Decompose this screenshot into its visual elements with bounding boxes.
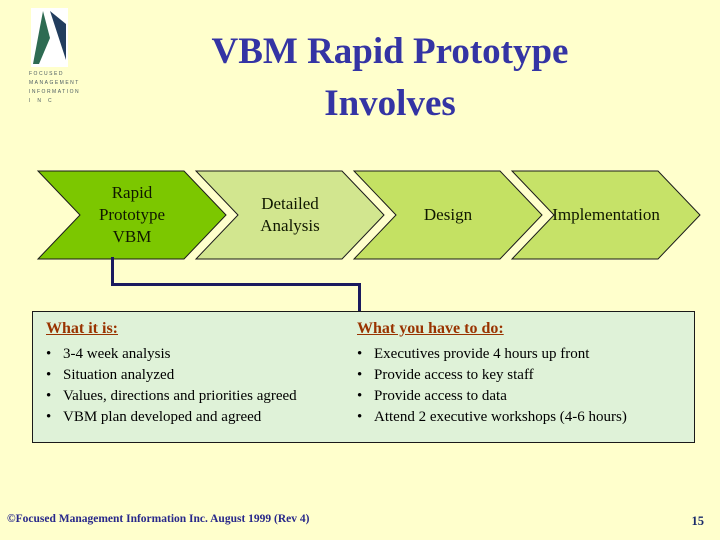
- process-step-detailed-analysis: Detailed Analysis: [260, 194, 320, 235]
- what-you-have-to-do-column: What you have to do: • Executives provid…: [357, 319, 692, 428]
- list-item: • Values, directions and priorities agre…: [46, 386, 351, 407]
- connector-line-horizontal: [111, 283, 361, 286]
- page-number: 15: [691, 514, 705, 528]
- process-step-implementation: Implementation: [552, 205, 660, 224]
- list-item-text: Provide access to data: [374, 388, 507, 404]
- bullet-icon: •: [357, 388, 363, 404]
- connector-line-vertical-bottom: [358, 283, 361, 313]
- what-you-have-to-do-heading: What you have to do:: [357, 320, 504, 337]
- bullet-icon: •: [357, 367, 363, 383]
- chevron-shape-3: [352, 170, 543, 260]
- bullet-icon: •: [46, 346, 52, 362]
- list-item-text: Situation analyzed: [63, 367, 175, 383]
- list-item-text: Attend 2 executive workshops (4-6 hours): [374, 409, 627, 425]
- process-step-rapid-prototype-vbm: Rapid Prototype VBM: [98, 183, 166, 246]
- connector-line-vertical-top: [111, 257, 114, 286]
- chevron-shape-2: [194, 170, 385, 260]
- bullet-icon: •: [46, 367, 52, 383]
- logo-line: INC: [29, 98, 59, 104]
- page-title-line2: Involves: [324, 83, 456, 124]
- list-item: • Situation analyzed: [46, 365, 351, 386]
- list-item: • Provide access to key staff: [357, 365, 692, 386]
- what-it-is-heading: What it is:: [46, 320, 118, 337]
- logo-navy-triangle: [50, 11, 66, 60]
- bullet-icon: •: [46, 409, 52, 425]
- list-item-text: Executives provide 4 hours up front: [374, 346, 590, 362]
- page-title: VBM Rapid Prototype Involves: [100, 26, 680, 130]
- details-panel: What it is: • 3-4 week analysis • Situat…: [32, 311, 695, 443]
- bullet-icon: •: [46, 388, 52, 404]
- process-flow-diagram: [36, 170, 701, 260]
- bullet-icon: •: [357, 409, 363, 425]
- list-item: • Provide access to data: [357, 386, 692, 407]
- company-logo-icon: [31, 8, 68, 67]
- list-item-text: Values, directions and priorities agreed: [63, 388, 297, 404]
- logo-line: INFORMATION: [29, 89, 81, 95]
- list-item: • VBM plan developed and agreed: [46, 407, 351, 428]
- logo-line: MANAGEMENT: [29, 80, 80, 86]
- what-it-is-column: What it is: • 3-4 week analysis • Situat…: [46, 319, 351, 428]
- list-item-text: 3-4 week analysis: [63, 346, 171, 362]
- list-item-text: Provide access to key staff: [374, 367, 534, 383]
- chevron-shape-4: [510, 170, 701, 260]
- chevron-shape-1: [36, 170, 227, 260]
- list-item: • Attend 2 executive workshops (4-6 hour…: [357, 407, 692, 428]
- logo-line: FOCUSED: [29, 71, 64, 77]
- list-item-text: VBM plan developed and agreed: [63, 409, 262, 425]
- bullet-icon: •: [357, 346, 363, 362]
- list-item: • 3-4 week analysis: [46, 344, 351, 365]
- list-item: • Executives provide 4 hours up front: [357, 344, 692, 365]
- process-step-design: Design: [423, 205, 473, 224]
- company-logo-text: FOCUSED MANAGEMENT INFORMATION INC: [29, 70, 79, 106]
- logo-green-triangle: [33, 11, 50, 64]
- footer-copyright: ©Focused Management Information Inc. Aug…: [7, 513, 310, 525]
- page-title-line1: VBM Rapid Prototype: [211, 31, 569, 72]
